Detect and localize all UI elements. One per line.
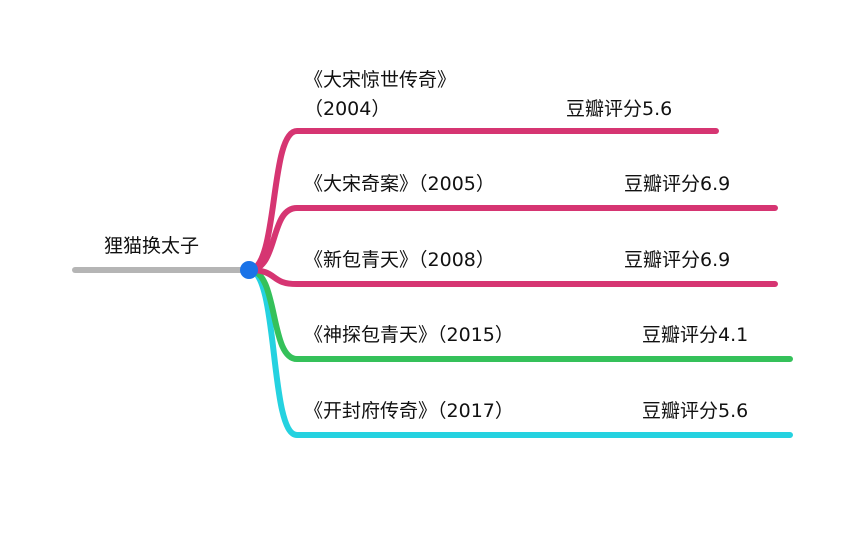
branch-title[interactable]: 《新包青天》 [304, 249, 419, 271]
branch-connector [246, 267, 793, 362]
branch-year: （2015） [437, 324, 514, 346]
root-node-dot[interactable] [240, 261, 258, 279]
branch-year: （2008） [418, 249, 495, 271]
branch-rating: 豆瓣评分4.1 [642, 324, 749, 346]
branch-rating: 豆瓣评分5.6 [642, 400, 749, 422]
branch-rating: 豆瓣评分6.9 [624, 249, 731, 271]
branch-rating: 豆瓣评分6.9 [624, 173, 731, 195]
branch-connector [246, 267, 778, 287]
branch-title[interactable]: 《大宋惊世传奇》 [304, 69, 457, 91]
branch-rating: 豆瓣评分5.6 [566, 98, 673, 120]
root-topic-label[interactable]: 狸猫换太子 [104, 235, 200, 257]
branch-connector [246, 128, 719, 273]
branch-year: （2017） [437, 400, 514, 422]
branch-title[interactable]: 《大宋奇案》 [304, 173, 419, 195]
branch-title[interactable]: 《神探包青天》 [304, 324, 438, 346]
branch-year: （2004） [304, 98, 391, 120]
branch-title[interactable]: 《开封府传奇》 [304, 400, 438, 422]
branch-year: （2005） [418, 173, 495, 195]
